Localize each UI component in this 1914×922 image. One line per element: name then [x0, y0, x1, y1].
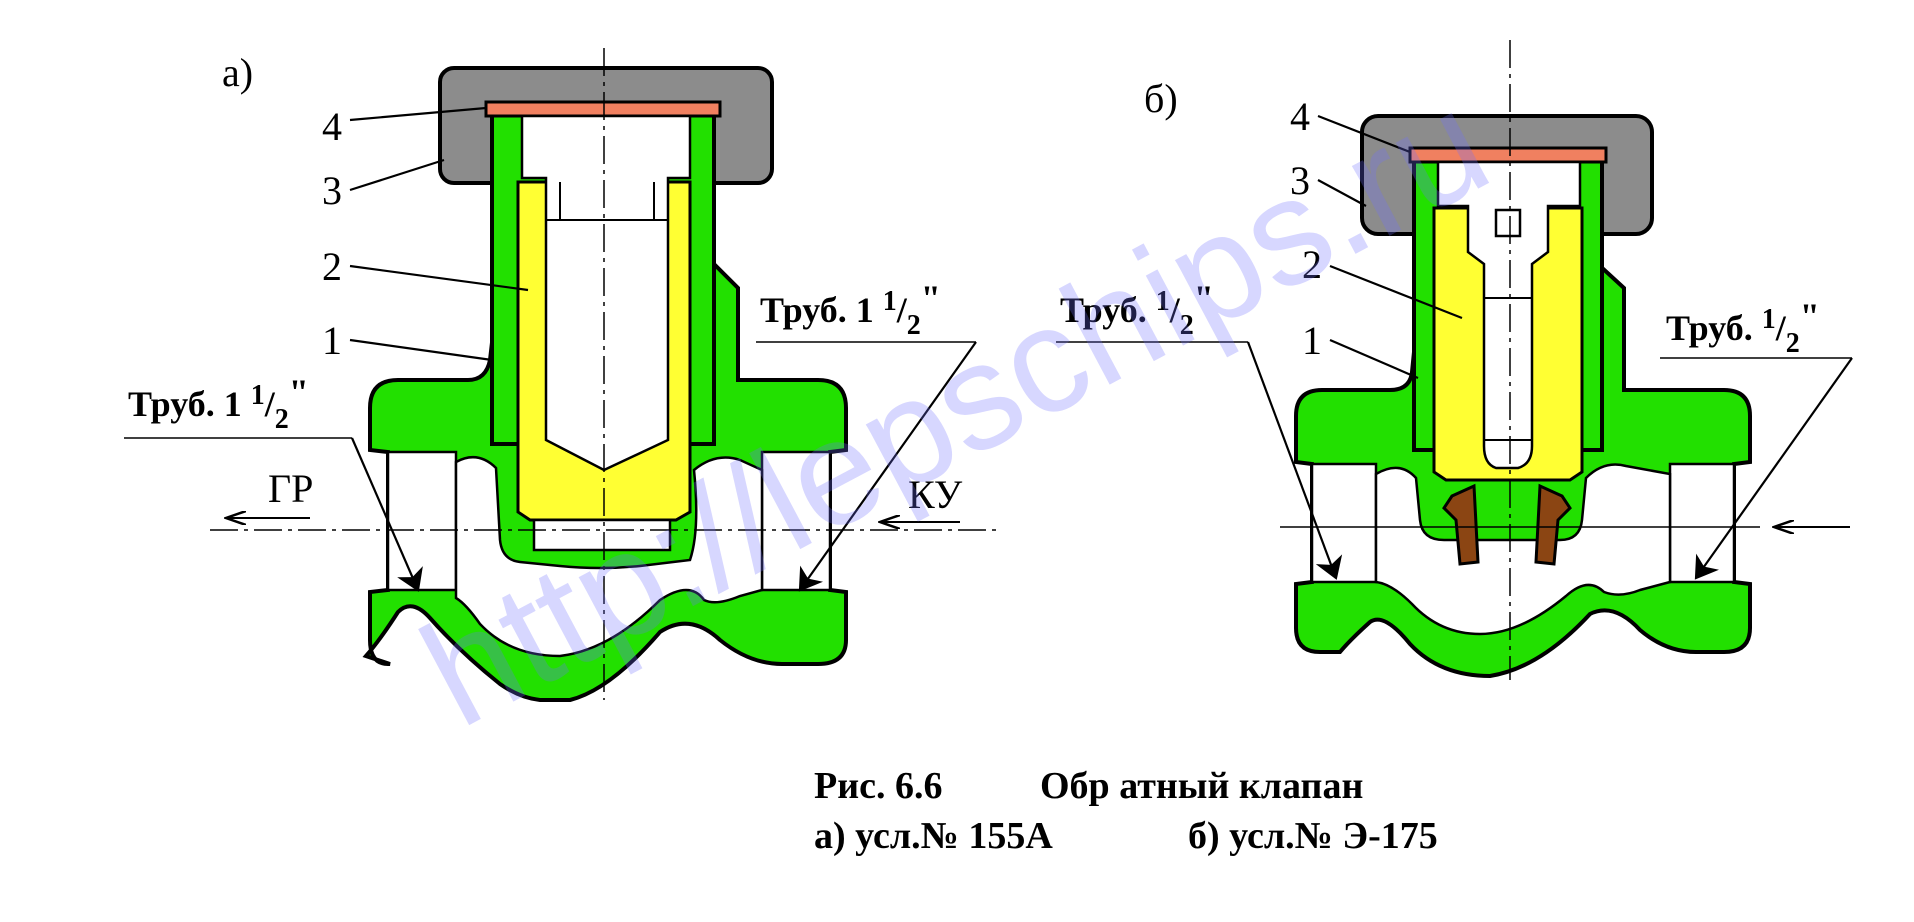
part-number-3-b: 3 [1290, 158, 1310, 203]
flow-out-label-gr: ГР [268, 466, 313, 511]
part-number-2-a: 2 [322, 244, 342, 289]
figure-b: б) 4 3 2 1 Труб. 1/2" Труб. 1/2" [1056, 40, 1853, 680]
pipe-label-right-a: Труб. 1 1/2" [760, 278, 941, 341]
gasket-a [484, 100, 722, 118]
caption-variant-a: а) усл.№ 155А [814, 815, 1053, 857]
seat-gap-a [532, 518, 672, 552]
figure-caption: Рис. 6.6 Обр атный клапан а) усл.№ 155А … [814, 765, 1438, 857]
flow-chamber-b [1374, 463, 1672, 636]
valve-seat-right-b [1534, 483, 1572, 566]
plunger-bore-a [520, 114, 692, 472]
figure-a-label: а) [222, 50, 253, 95]
part-number-4-b: 4 [1290, 94, 1310, 139]
plunger-bore-b [1436, 160, 1582, 470]
part-number-3-a: 3 [322, 168, 342, 213]
caption-figure-number: Рис. 6.6 [814, 765, 942, 807]
part-number-1-b: 1 [1302, 318, 1322, 363]
pipe-label-left-b: Труб. 1/2" [1060, 278, 1214, 341]
caption-title: Обр атный клапан [1040, 765, 1363, 807]
plunger-slot-b [1494, 208, 1522, 238]
figure-a: а) 4 3 2 1 Труб. 1 1/2" Труб. 1 1/2" ГР … [124, 48, 1000, 702]
part-number-4-a: 4 [322, 104, 342, 149]
caption-variant-b: б) усл.№ Э-175 [1188, 815, 1438, 857]
figure-b-label: б) [1144, 76, 1178, 121]
pipe-label-left-a: Труб. 1 1/2" [128, 372, 309, 435]
inlet-port-left-b [1310, 462, 1378, 584]
inlet-port-left-a [386, 450, 458, 592]
part-number-2-b: 2 [1302, 242, 1322, 287]
inlet-port-right-b [1668, 462, 1736, 584]
valve-seat-left-b [1442, 483, 1480, 566]
pipe-label-right-b: Труб. 1/2" [1666, 296, 1820, 359]
flow-in-label-ku: КУ [908, 472, 963, 517]
part-number-1-a: 1 [322, 318, 342, 363]
